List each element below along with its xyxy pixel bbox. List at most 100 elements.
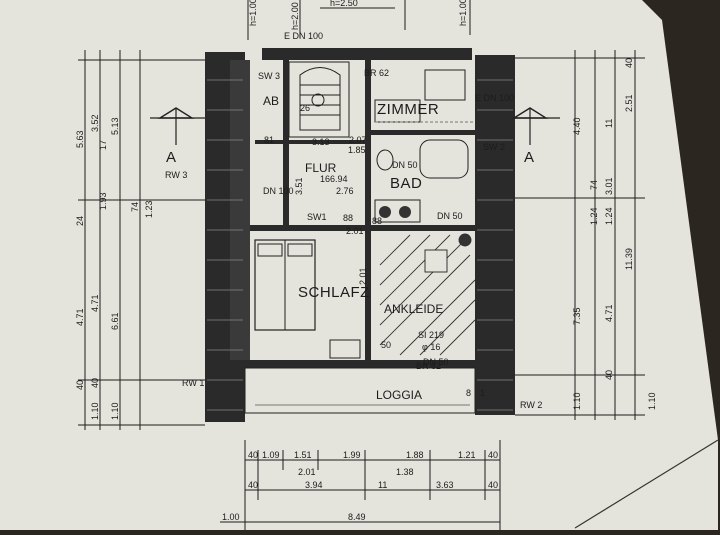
label-si219: SI 219 — [418, 330, 444, 340]
bottom-dim-r4-1: 8.49 — [348, 512, 366, 522]
bottom-dim-r2-1: 1.38 — [396, 467, 414, 477]
h-label-top-mid1: h=2.00 — [290, 2, 300, 30]
bottom-dim-r3-2: 11 — [378, 480, 387, 490]
left-dim-col1-0: 5.63 — [75, 130, 85, 148]
dim-185: 1.85 — [348, 145, 366, 155]
right-dim-col2-1: 11.39 — [624, 248, 634, 270]
label-dn50-ankl: DN 50 — [423, 357, 449, 367]
dim-8: 8 — [466, 388, 471, 398]
right-dim-col2-2: 1.10 — [647, 392, 657, 410]
bottom-dim-r1-3: 1.99 — [343, 450, 361, 460]
right-dim-col4-3: 74 — [589, 180, 599, 190]
dim-1: 1 — [480, 388, 485, 398]
top-height-marks: h=1.00 h=2.00 h=2.50 h=1.00 — [247, 0, 471, 40]
label-br62-top: BR 62 — [364, 68, 389, 78]
left-dim-col4-3: 74 — [130, 202, 140, 212]
h-label-top-mid2: h=2.50 — [330, 0, 358, 8]
center-wall — [365, 60, 371, 360]
right-dim-col4-0: 40 — [624, 58, 634, 68]
dim-88b: 88 — [372, 216, 382, 226]
section-marker-left: A — [150, 107, 205, 166]
section-label-left: A — [166, 149, 177, 166]
left-dim-col3-3: 1.10 — [110, 402, 120, 420]
walls — [205, 48, 515, 422]
right-dim-col3-1: 4.71 — [604, 304, 614, 322]
bottom-dim-r1-1: 1.09 — [262, 450, 280, 460]
label-e-dn100-right: E DN 100 — [475, 93, 514, 103]
bottom-dim-r3-3: 3.63 — [436, 480, 454, 490]
section-label-right: A — [524, 149, 535, 166]
left-dim-col4-5: 40 — [75, 380, 85, 390]
bottom-dim-r3-4: 40 — [488, 480, 498, 490]
room-flur: FLUR — [305, 161, 337, 175]
left-dim-col4-1: 17 — [98, 140, 108, 150]
right-roof-wall — [475, 55, 515, 415]
left-dim-col3-0: 1.93 — [98, 192, 108, 210]
staircase — [288, 61, 350, 138]
label-sw2: SW 2 — [483, 142, 505, 152]
label-dn100-flur: DN 100 — [263, 186, 294, 196]
loggia-area — [244, 367, 476, 414]
right-dim-col3-2: 40 — [604, 370, 614, 380]
left-dim-col4-2: 40 — [90, 378, 100, 388]
room-ab: AB — [263, 94, 279, 108]
right-dim-col1-2: 1.10 — [572, 392, 582, 410]
right-dim-col4-1: 11 — [604, 119, 614, 128]
bottom-dim-r1-2: 1.51 — [294, 450, 312, 460]
roof-hatching — [207, 79, 513, 411]
room-loggia: LOGGIA — [376, 388, 422, 402]
room-bad: BAD — [390, 175, 422, 192]
h-label-top-left: h=1.00 — [248, 0, 258, 26]
right-dim-col1-1: 7.35 — [572, 307, 582, 325]
bottom-dim-r1-5: 1.21 — [458, 450, 476, 460]
right-dim-col4-2: 1.24 — [589, 207, 599, 225]
label-dn50-bad: DN 50 — [392, 160, 418, 170]
dim-201: 2.01 — [346, 226, 364, 236]
right-dim-col1-0: 4.40 — [572, 117, 582, 135]
ankleide-hatch — [379, 233, 476, 356]
left-dim-col4-0: 24 — [75, 216, 85, 226]
right-dimension-lines — [515, 50, 645, 420]
bottom-dim-r2-0: 2.01 — [298, 467, 316, 477]
right-dim-col2-0: 2.51 — [624, 94, 634, 112]
bad-wall — [371, 130, 475, 135]
room-zimmer: ZIMMER — [377, 101, 439, 118]
bottom-dim-r3-1: 3.94 — [305, 480, 323, 490]
left-dim-col4-4: 1.23 — [144, 200, 154, 218]
left-dimension-lines — [78, 50, 205, 430]
h-label-top-right: h=1.00 — [458, 0, 468, 26]
left-dim-col3-1: 5.13 — [110, 117, 120, 135]
dim-351: 3.51 — [294, 177, 304, 195]
left-inner-wall — [230, 60, 250, 360]
label-elev-flur: 166.94 — [320, 174, 348, 184]
left-dim-col1-1: 4.71 — [75, 308, 85, 326]
bedroom-beds — [254, 239, 361, 359]
flur-wall — [255, 140, 365, 144]
section-marker-right: A — [511, 107, 560, 166]
paper-edge-line — [574, 439, 719, 529]
left-dim-col3-2: 6.61 — [110, 312, 120, 330]
right-dim-col4-4: 1.24 — [604, 207, 614, 225]
label-rw2: RW 2 — [520, 400, 542, 410]
bathroom-fixtures — [374, 139, 469, 223]
label-sw1: SW1 — [307, 212, 327, 222]
dim-313: 3.13 — [312, 137, 330, 147]
label-dn50-bad2: DN 50 — [437, 211, 463, 221]
bottom-dimension-lines — [220, 440, 501, 530]
dim-88: 88 — [343, 213, 353, 223]
right-dim-col3-0: 3.01 — [604, 177, 614, 195]
dim-276: 2.76 — [336, 186, 354, 196]
bottom-dim-r1-6: 40 — [488, 450, 498, 460]
label-rw3: RW 3 — [165, 170, 187, 180]
room-ankleide: ANKLEIDE — [384, 302, 443, 316]
bottom-wall — [245, 360, 485, 368]
label-br62-bottom: BR 62 — [416, 361, 441, 371]
room-schlafz: SCHLAFZ — [298, 284, 370, 301]
label-phi16: φ 16 — [422, 342, 440, 352]
dim-26: 26 — [300, 103, 310, 113]
label-elev-zimmer: 2.07 — [349, 135, 367, 145]
top-wall — [262, 48, 472, 60]
bottom-dim-r1-4: 1.88 — [406, 450, 424, 460]
